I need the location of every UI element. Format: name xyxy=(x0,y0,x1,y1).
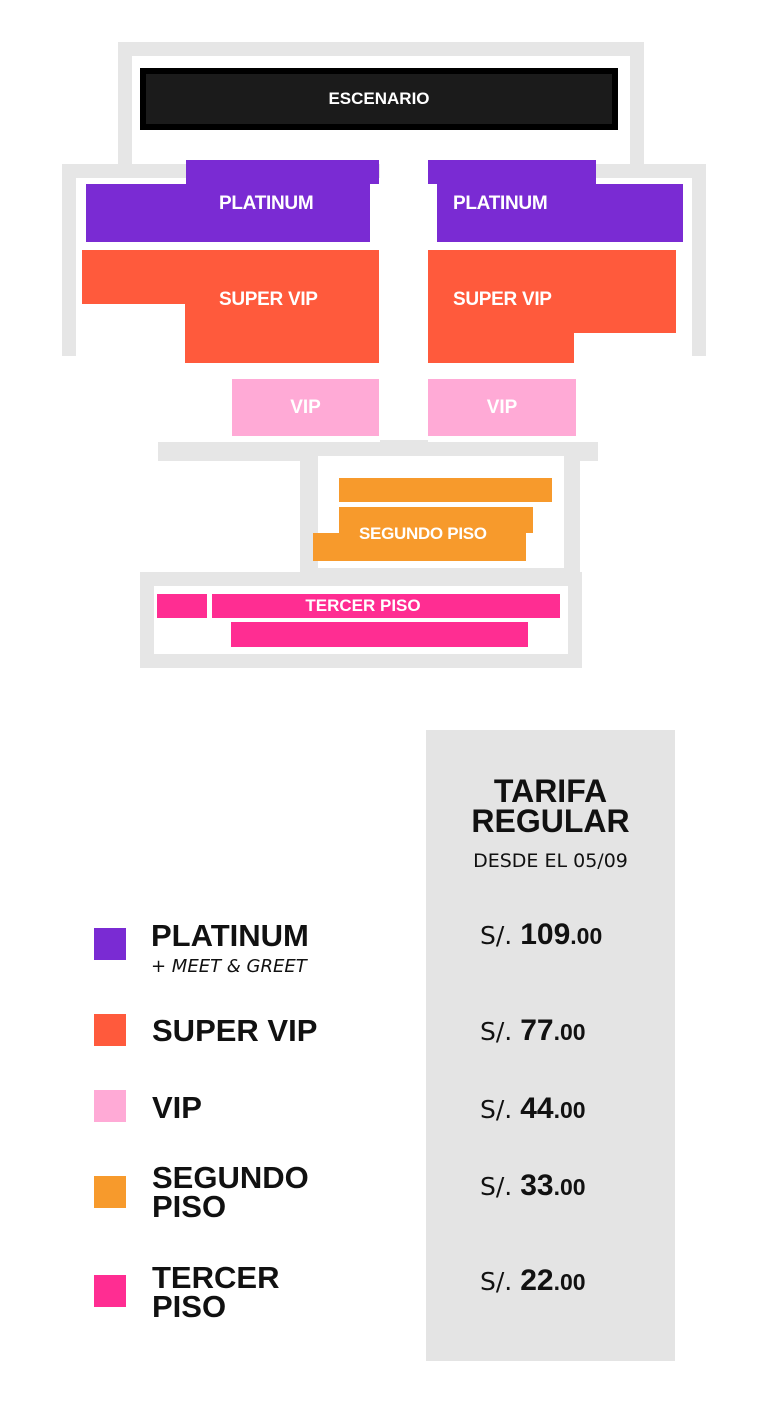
price-dec: .00 xyxy=(553,1269,586,1295)
zone-tercer-piso-row2[interactable] xyxy=(231,622,528,647)
zone-super-vip-left-lower[interactable] xyxy=(185,300,379,363)
price-header: TARIFA REGULAR DESDE EL 05/09 xyxy=(426,773,675,872)
price-int: 33 xyxy=(520,1169,554,1202)
price-currency: S/. xyxy=(480,921,513,950)
price-currency: S/. xyxy=(480,1172,513,1201)
price-tercer-piso: S/. 22.00 xyxy=(480,1264,586,1298)
price-super-vip: S/. 77.00 xyxy=(480,1014,586,1048)
legend-swatch-platinum xyxy=(94,928,126,960)
legend-swatch-super-vip xyxy=(94,1014,126,1046)
center-aisle xyxy=(380,150,428,440)
zone-platinum-right-label: PLATINUM xyxy=(453,193,548,214)
legend-label-line1: SEGUNDO xyxy=(152,1160,309,1195)
legend-label-line1: TERCER xyxy=(152,1260,280,1295)
zone-platinum-left-label: PLATINUM xyxy=(219,193,314,214)
zone-super-vip-right-label: SUPER VIP xyxy=(453,289,552,310)
legend-label-super-vip: SUPER VIP xyxy=(152,1013,318,1048)
zone-super-vip-left[interactable] xyxy=(82,250,379,304)
zone-segundo-piso-row3[interactable] xyxy=(313,533,526,561)
price-panel xyxy=(426,730,675,1361)
zone-vip-left-label: VIP xyxy=(290,396,321,418)
price-segundo-piso: S/. 33.00 xyxy=(480,1169,586,1203)
zone-segundo-piso-label: SEGUNDO PISO xyxy=(359,524,487,543)
zone-vip-left[interactable]: VIP xyxy=(232,379,379,436)
zone-platinum-left-top[interactable] xyxy=(186,160,379,184)
venue-map: ESCENARIO PLATINUM PLATINUM SUPER VIP SU… xyxy=(0,0,768,700)
zone-platinum-right-top[interactable] xyxy=(428,160,596,184)
price-currency: S/. xyxy=(480,1267,513,1296)
zone-platinum-left[interactable] xyxy=(86,184,370,242)
legend-label-platinum: PLATINUM xyxy=(151,918,309,953)
price-platinum: S/. 109.00 xyxy=(480,918,602,952)
zone-vip-right-label: VIP xyxy=(486,396,518,418)
price-vip: S/. 44.00 xyxy=(480,1092,586,1126)
price-currency: S/. xyxy=(480,1095,513,1124)
zone-super-vip-left-label: SUPER VIP xyxy=(219,289,318,310)
price-int: 44 xyxy=(520,1092,554,1125)
zone-tercer-piso-left-block[interactable] xyxy=(157,594,207,618)
legend-label-line2: PISO xyxy=(152,1189,227,1224)
zone-tercer-piso-label: TERCER PISO xyxy=(305,596,421,615)
stage: ESCENARIO xyxy=(140,68,618,130)
legend-label-line2: PISO xyxy=(152,1289,227,1324)
price-dec: .00 xyxy=(553,1019,586,1045)
zone-vip-right[interactable]: VIP xyxy=(428,379,576,436)
price-int: 22 xyxy=(520,1264,554,1297)
legend-label-tercer-piso: TERCER PISO xyxy=(152,1260,280,1324)
zone-super-vip-right-lower[interactable] xyxy=(428,330,574,363)
price-int: 77 xyxy=(520,1014,554,1047)
stage-label: ESCENARIO xyxy=(328,89,430,108)
legend-label-segundo-piso: SEGUNDO PISO xyxy=(152,1160,309,1224)
price-int: 109 xyxy=(520,918,571,951)
zone-super-vip-right[interactable] xyxy=(428,250,676,333)
price-dec: .00 xyxy=(570,923,603,949)
zone-segundo-piso-row2[interactable] xyxy=(339,507,533,533)
zone-platinum-right-step[interactable] xyxy=(596,190,683,242)
price-dec: .00 xyxy=(553,1174,586,1200)
price-dec: .00 xyxy=(553,1097,586,1123)
zone-segundo-piso-row1[interactable] xyxy=(339,478,552,502)
legend-sub-platinum: + MEET & GREET xyxy=(151,956,307,977)
legend-label-vip: VIP xyxy=(152,1090,202,1125)
price-currency: S/. xyxy=(480,1017,513,1046)
legend-swatch-segundo-piso xyxy=(94,1176,126,1208)
price-header-subtitle: DESDE EL 05/09 xyxy=(473,850,628,872)
price-header-title-line2: REGULAR xyxy=(471,803,630,839)
legend-swatch-tercer-piso xyxy=(94,1275,126,1307)
legend-swatch-vip xyxy=(94,1090,126,1122)
price-header-title-line1: TARIFA xyxy=(493,773,608,809)
zone-tercer-piso-row1[interactable]: TERCER PISO xyxy=(212,594,560,618)
